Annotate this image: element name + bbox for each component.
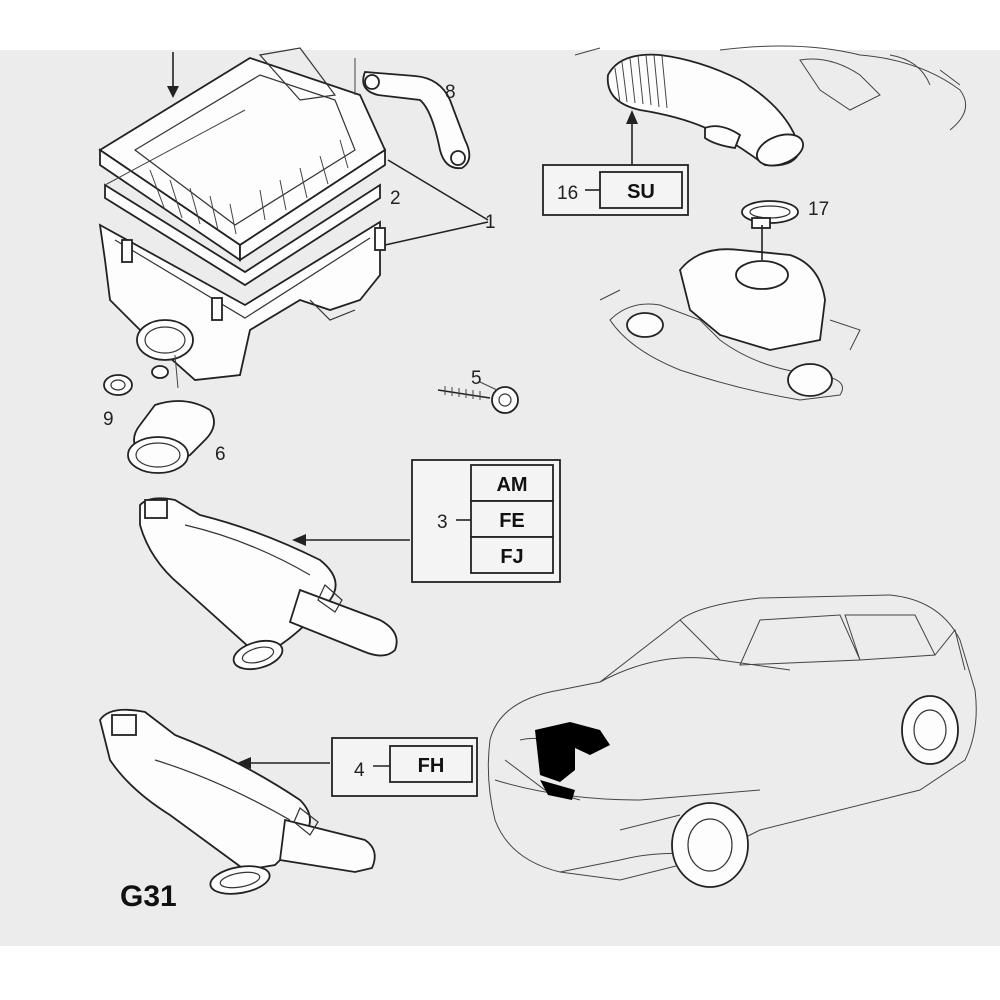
car-illustration (487, 594, 977, 888)
intake-duct-4 (99, 708, 376, 895)
callout-6: 6 (215, 444, 226, 465)
hose-clamp-17 (741, 200, 799, 229)
variant-code-fe: FE (499, 510, 525, 532)
callout-4: 4 (354, 760, 365, 781)
bracket-part (354, 58, 471, 170)
engine-throttle-body (574, 45, 967, 401)
callout-2: 2 (390, 188, 401, 209)
callout-8: 8 (445, 82, 456, 103)
screw-part (437, 381, 519, 414)
intake-bellows-part (127, 400, 215, 474)
callout-5: 5 (471, 368, 482, 389)
intake-duct-3 (139, 497, 410, 671)
air-cleaner-assembly (98, 47, 489, 389)
grommet-part (103, 365, 169, 396)
variant-code-fh: FH (418, 755, 445, 777)
callout-9: 9 (103, 409, 114, 430)
intake-hose-16 (606, 53, 804, 167)
callout-3: 3 (437, 512, 448, 533)
callout-1: 1 (485, 212, 496, 233)
callout-17: 17 (808, 199, 829, 220)
page-code: G31 (120, 880, 177, 913)
variant-code-su: SU (627, 181, 655, 203)
variant-code-fj: FJ (500, 546, 523, 568)
variant-code-am: AM (496, 474, 527, 496)
callout-16: 16 (557, 183, 578, 204)
